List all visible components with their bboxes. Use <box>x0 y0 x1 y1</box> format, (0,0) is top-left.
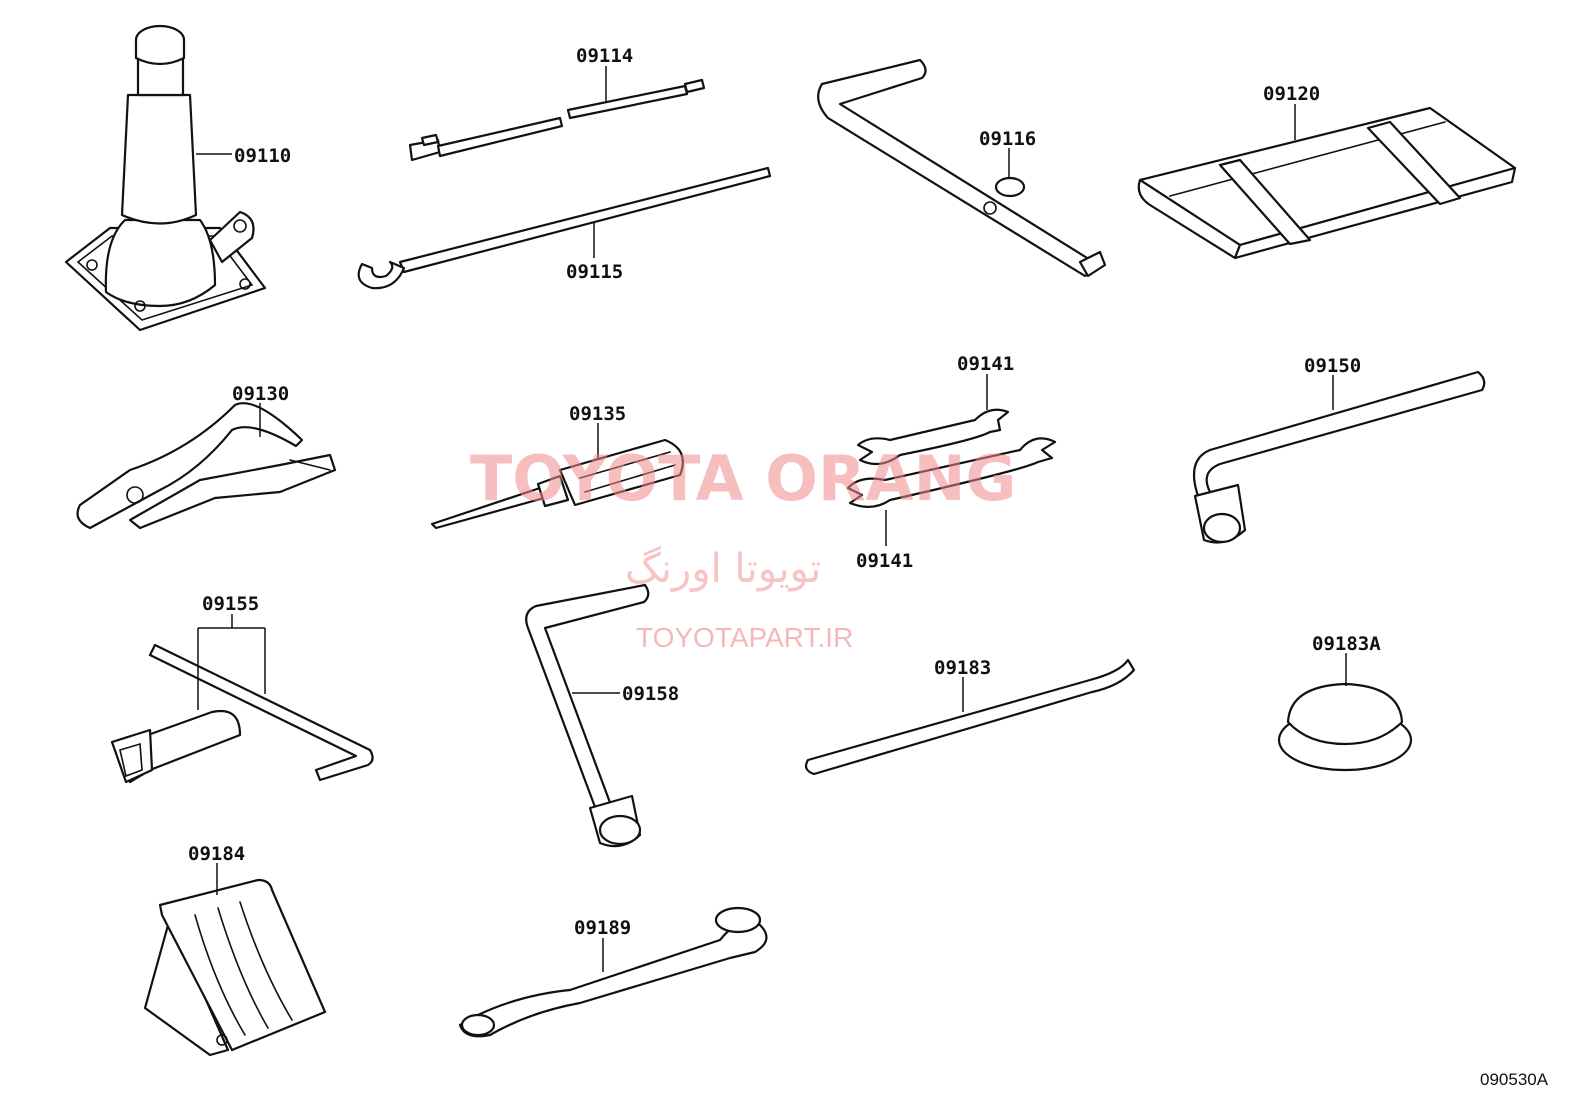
pliers-09130 <box>76 402 337 530</box>
label-09183: 09183 <box>934 657 991 679</box>
label-09115: 09115 <box>566 261 623 283</box>
label-09189: 09189 <box>574 917 631 939</box>
watermark-site: TOYOTAPART.IR <box>636 622 853 653</box>
pry-bar-09183 <box>804 658 1136 776</box>
jack-handle-09116 <box>817 58 1107 278</box>
label-09141-bottom: 09141 <box>856 550 913 572</box>
label-09130: 09130 <box>232 383 289 405</box>
label-09183A: 09183A <box>1312 633 1381 655</box>
label-09158: 09158 <box>622 683 679 705</box>
label-09116: 09116 <box>979 128 1036 150</box>
label-09184: 09184 <box>188 843 245 865</box>
label-09141-top: 09141 <box>957 353 1014 375</box>
label-09135: 09135 <box>569 403 626 425</box>
socket-wrench-09155 <box>110 643 374 784</box>
label-09114: 09114 <box>576 45 633 67</box>
hook-wrench-09115 <box>357 166 772 290</box>
box-wrench-09189 <box>458 906 768 1038</box>
open-wrench-upper-09141 <box>856 408 1010 466</box>
watermark-brand-fa: تویوتا اورنگ <box>625 546 821 592</box>
wheel-nut-wrench-09150 <box>1192 370 1486 544</box>
jack-09110 <box>64 24 267 332</box>
watermark-brand: TOYOTA ORANG <box>470 442 1016 515</box>
label-09110: 09110 <box>234 145 291 167</box>
l-wrench-09158 <box>525 583 650 848</box>
tool-bag-09120 <box>1137 106 1517 260</box>
screwdriver-09135 <box>430 438 684 530</box>
label-09120: 09120 <box>1263 83 1320 105</box>
open-wrench-lower-09141 <box>846 437 1057 508</box>
wheel-chock-09184 <box>143 878 327 1057</box>
label-09155: 09155 <box>202 593 259 615</box>
diagram-reference: 090530A <box>1480 1070 1549 1089</box>
label-09150: 09150 <box>1304 355 1361 377</box>
cap-09183A <box>1277 682 1413 772</box>
extension-bar-09114 <box>408 78 706 162</box>
